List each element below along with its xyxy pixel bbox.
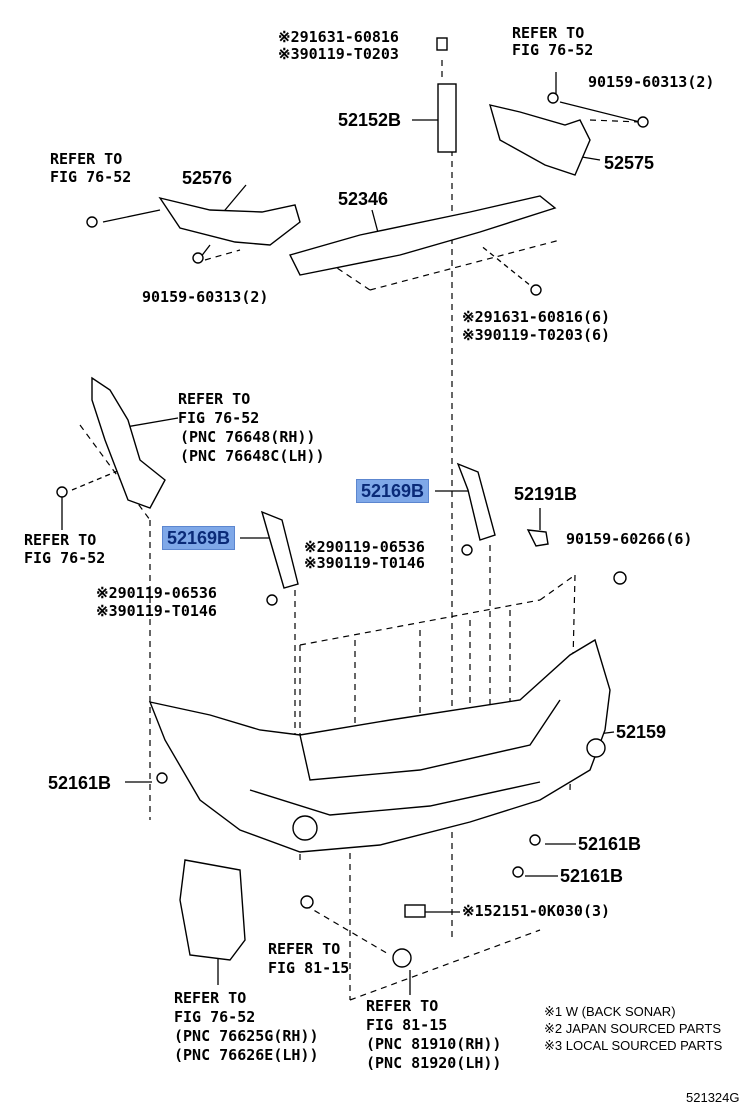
part-52159-bumper: 52159 [616, 722, 667, 742]
part-52169B-right-highlighted[interactable]: 52169B [356, 479, 430, 503]
footnote-1: ※1 W (BACK SONAR) [544, 1004, 676, 1019]
refer-fig-81-15-a: FIG 81-15 [268, 959, 350, 977]
diagram-id: 521324G [686, 1090, 740, 1105]
refer-fig-top-right: FIG 76-52 [512, 41, 594, 59]
part-52346: 52346 [338, 189, 389, 209]
center-bolt-part-b: ※390119-T0146 [304, 554, 425, 572]
refer-to-left: REFER TO [50, 150, 123, 168]
refer-fig-mudguard: FIG 76-52 [174, 1008, 256, 1026]
part-52161B-right-upper: 52161B [578, 834, 642, 854]
part-52575: 52575 [604, 153, 655, 173]
refer-pnc-fender-lh: (PNC 76648C(LH)) [180, 447, 325, 465]
refer-to-top-right: REFER TO [512, 24, 585, 42]
footnote-3: ※3 LOCAL SOURCED PARTS [544, 1038, 723, 1053]
top-bolt-part-a: ※291631-60816 [278, 28, 399, 46]
part-52161B-left: 52161B [48, 773, 112, 793]
refer-to-far-left: REFER TO [24, 531, 97, 549]
mid-bolt-part-b: ※390119-T0203(6) [462, 326, 611, 344]
center-bolt-part-a: ※290119-06536 [304, 538, 425, 556]
left-bolt-part-b: ※390119-T0146 [96, 602, 217, 620]
refer-to-81-15-b: REFER TO [366, 997, 439, 1015]
mid-bolt-part-a: ※291631-60816(6) [462, 308, 611, 326]
refer-pnc-81910-rh: (PNC 81910(RH)) [366, 1035, 502, 1053]
refer-fig-fender: FIG 76-52 [178, 409, 260, 427]
footnote-2: ※2 JAPAN SOURCED PARTS [544, 1021, 722, 1036]
refer-pnc-81920-lh: (PNC 81920(LH)) [366, 1054, 502, 1072]
left-bolt-part-a: ※290119-06536 [96, 584, 217, 602]
bolt-90159-60313-left: 90159-60313(2) [142, 288, 269, 306]
part-52151-sonar: ※152151-0K030(3) [462, 902, 611, 920]
refer-fig-left: FIG 76-52 [50, 168, 132, 186]
top-bolt-part-b: ※390119-T0203 [278, 45, 399, 63]
bolt-90159-60313-right: 90159-60313(2) [588, 73, 715, 91]
refer-to-mudguard: REFER TO [174, 989, 247, 1007]
refer-pnc-mudguard-lh: (PNC 76626E(LH)) [174, 1046, 319, 1064]
bolt-90159-60266: 90159-60266(6) [566, 530, 693, 548]
refer-to-fender: REFER TO [178, 390, 251, 408]
part-52161B-right-lower: 52161B [560, 866, 624, 886]
part-52169B-left-highlighted[interactable]: 52169B [162, 526, 236, 550]
refer-pnc-fender-rh: (PNC 76648(RH)) [180, 428, 316, 446]
part-52576: 52576 [182, 168, 233, 188]
refer-fig-far-left: FIG 76-52 [24, 549, 106, 567]
refer-to-81-15-a: REFER TO [268, 940, 341, 958]
refer-pnc-mudguard-rh: (PNC 76625G(RH)) [174, 1027, 319, 1045]
part-52191B: 52191B [514, 484, 578, 504]
refer-fig-81-15-b: FIG 81-15 [366, 1016, 448, 1034]
part-52152B: 52152B [338, 110, 402, 130]
